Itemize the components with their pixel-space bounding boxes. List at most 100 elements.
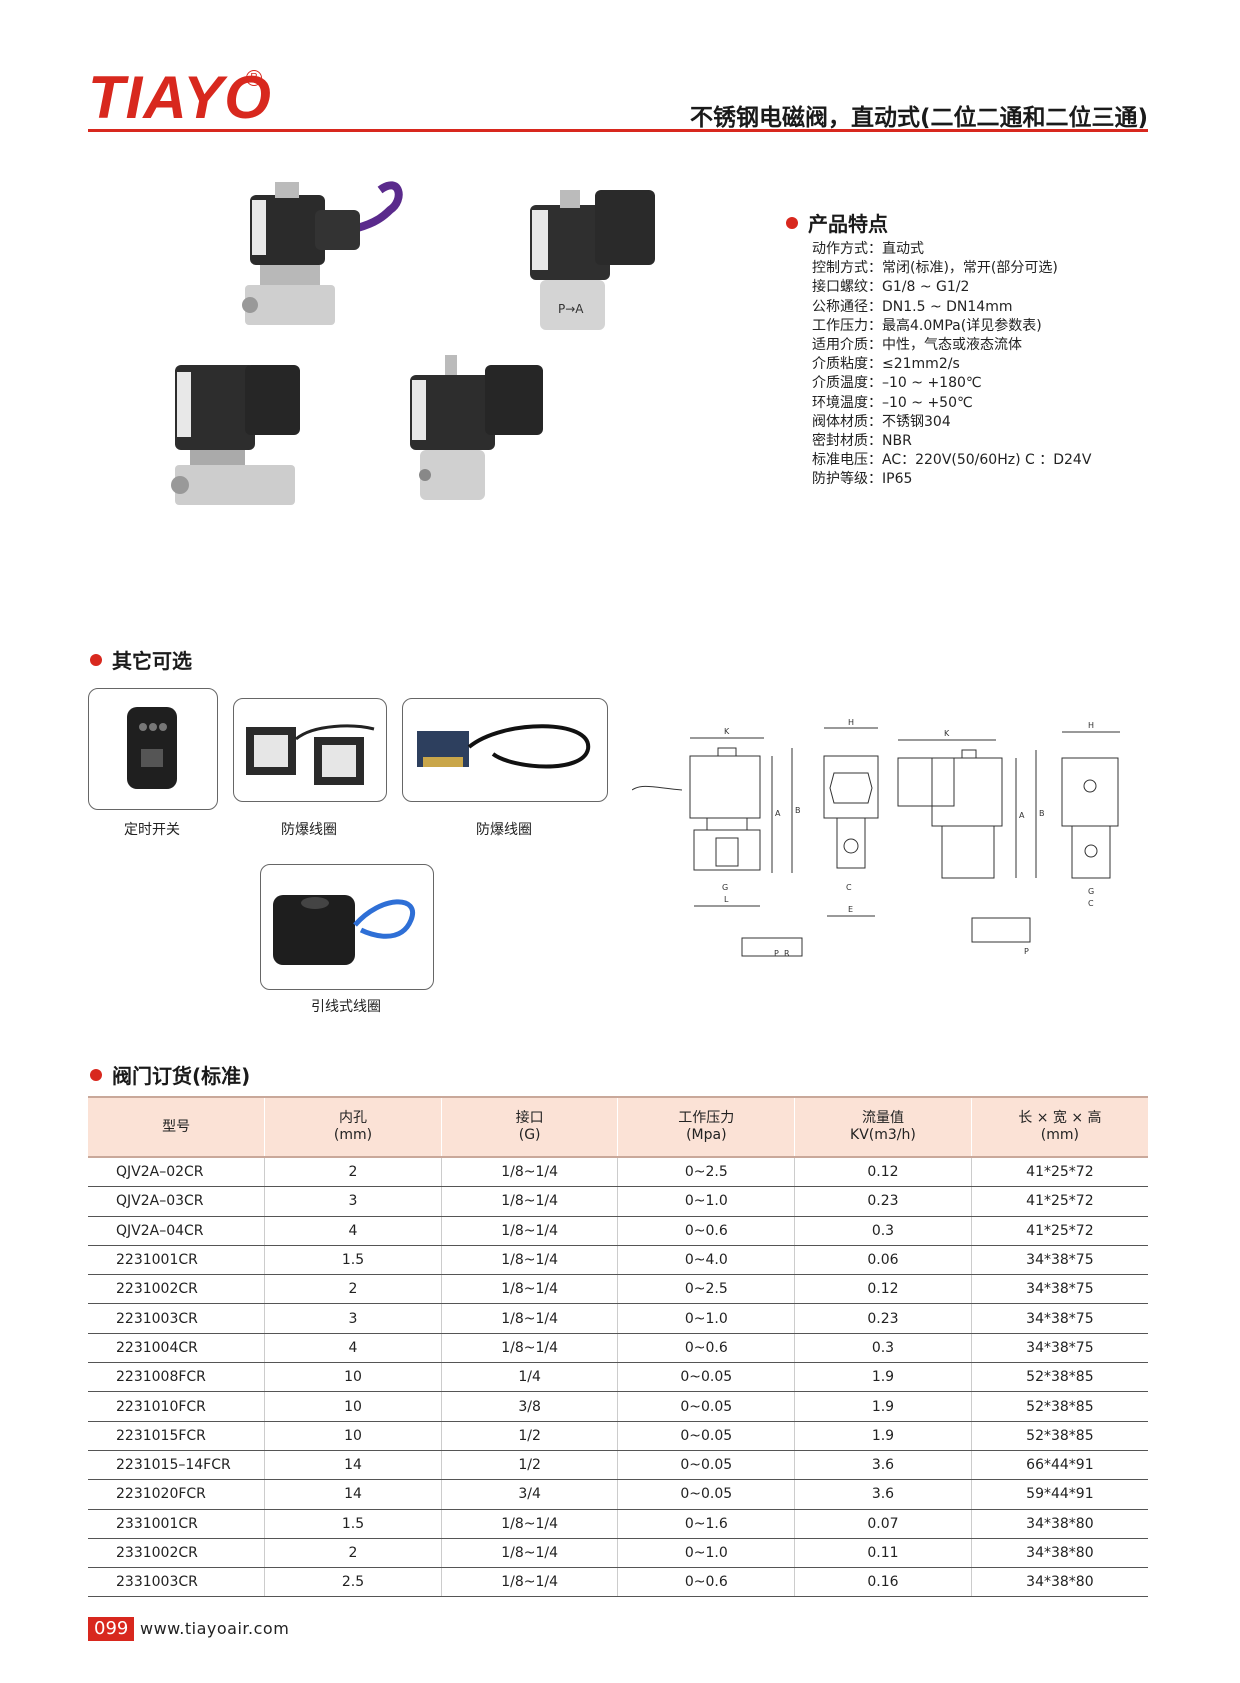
feature-row: 介质温度：–10 ~ +180℃ [812,375,982,392]
cell-dimensions: 34*38*75 [971,1303,1148,1334]
cell-bore: 2 [264,1157,442,1188]
column-header-dimensions: 长 × 宽 × 高(mm) [971,1096,1148,1158]
dimension-drawings: K L A B G P R H E C K A [632,718,1120,958]
cell-bore: 14 [264,1479,442,1510]
cell-flow: 0.16 [794,1567,972,1598]
website-link[interactable]: www.tiayoair.com [140,1619,290,1638]
cell-bore: 2.5 [264,1567,442,1598]
cell-bore: 1.5 [264,1509,442,1539]
svg-text:C: C [846,883,852,892]
svg-text:C: C [1088,899,1094,908]
brand-logo: TIAYO [88,64,272,131]
cell-pressure: 0~4.0 [617,1245,796,1276]
cell-flow: 0.23 [794,1303,972,1334]
cell-pressure: 0~1.6 [617,1509,796,1539]
cell-model: QJV2A–03CR [88,1186,266,1217]
feature-row: 动作方式：直动式 [812,241,924,257]
column-header-bore: 内孔(mm) [264,1096,442,1158]
cell-port: 1/8~1/4 [441,1509,619,1539]
cell-flow: 0.3 [794,1216,972,1246]
cell-bore: 1.5 [264,1245,442,1276]
page-number: 099 [88,1617,135,1641]
explosion-proof-coil-cable-icon [417,724,591,769]
column-header-model: 型号 [88,1096,266,1158]
cell-bore: 10 [264,1421,442,1451]
ordering-heading-label: 阀门订货(标准) [112,1064,251,1088]
cell-model: 2231015FCR [88,1421,266,1451]
feature-row: 接口螺纹：G1/8 ~ G1/2 [812,279,970,296]
cell-flow: 0.06 [794,1245,972,1276]
page-title: 不锈钢电磁阀，直动式(二位二通和二位三通) [689,105,1148,131]
feature-row: 环境温度：–10 ~ +50℃ [812,394,973,411]
cell-port: 1/8~1/4 [441,1157,619,1188]
svg-text:E: E [848,905,853,914]
cell-model: 2331003CR [88,1567,266,1598]
option-explosion-coil-image-a [233,698,387,802]
cell-pressure: 0~2.5 [617,1157,796,1188]
cell-flow: 1.9 [794,1391,972,1422]
feature-row: 工作压力：最高4.0MPa(详见参数表) [812,317,1042,334]
feature-row: 阀体材质：不锈钢304 [812,413,951,430]
cell-flow: 1.9 [794,1362,972,1393]
cell-pressure: 0~1.0 [617,1186,796,1217]
bullet-dot-icon [90,1068,102,1081]
product-photo-3way-a: P→A [530,190,655,330]
cell-model: 2231003CR [88,1303,266,1334]
drawing-2way-front: H E C [823,718,879,917]
svg-text:L: L [724,895,729,904]
bullet-dot-icon [786,216,798,229]
svg-text:H: H [848,718,854,727]
cell-pressure: 0~0.05 [617,1479,796,1510]
cell-model: 2231001CR [88,1245,266,1276]
cell-port: 1/2 [441,1450,619,1481]
option-caption: 定时开关 [124,822,180,838]
cell-port: 1/8~1/4 [441,1245,619,1276]
svg-text:K: K [944,729,950,738]
cell-model: QJV2A–02CR [88,1157,266,1188]
cell-bore: 10 [264,1362,442,1393]
option-lead-coil-image [260,864,434,990]
svg-text:K: K [724,727,730,736]
cell-dimensions: 34*38*80 [971,1567,1148,1598]
svg-text:R: R [784,949,790,958]
cell-dimensions: 66*44*91 [971,1450,1148,1481]
cell-bore: 2 [264,1274,442,1305]
cell-dimensions: 52*38*85 [971,1362,1148,1393]
ordering-heading: 阀门订货(标准) [90,1060,250,1089]
cell-dimensions: 34*38*75 [971,1274,1148,1305]
cell-bore: 4 [264,1216,442,1246]
cell-pressure: 0~1.0 [617,1538,796,1569]
features-heading: 产品特点 [786,208,888,237]
cell-pressure: 0~1.0 [617,1303,796,1334]
svg-text:B: B [1039,809,1045,818]
cell-flow: 0.3 [794,1333,972,1364]
features-list: 动作方式：直动式 控制方式：常闭(标准)，常开(部分可选) 接口螺纹：G1/8 … [812,240,1091,490]
option-caption: 防爆线圈 [476,822,532,838]
feature-row: 密封材质：NBR [812,433,912,450]
cell-model: 2231008FCR [88,1362,266,1393]
cell-model: 2231020FCR [88,1479,266,1510]
cell-model: 2231002CR [88,1274,266,1305]
cell-flow: 0.23 [794,1186,972,1217]
cell-pressure: 0~0.05 [617,1391,796,1422]
registered-mark: R [246,70,262,86]
cell-bore: 14 [264,1450,442,1481]
timer-switch-icon [127,707,177,789]
cell-port: 1/8~1/4 [441,1567,619,1598]
cell-port: 1/4 [441,1362,619,1393]
cell-pressure: 0~0.6 [617,1216,796,1246]
drawing-3way-front: H G C [1061,721,1120,908]
cell-port: 1/8~1/4 [441,1333,619,1364]
cell-flow: 0.12 [794,1274,972,1305]
